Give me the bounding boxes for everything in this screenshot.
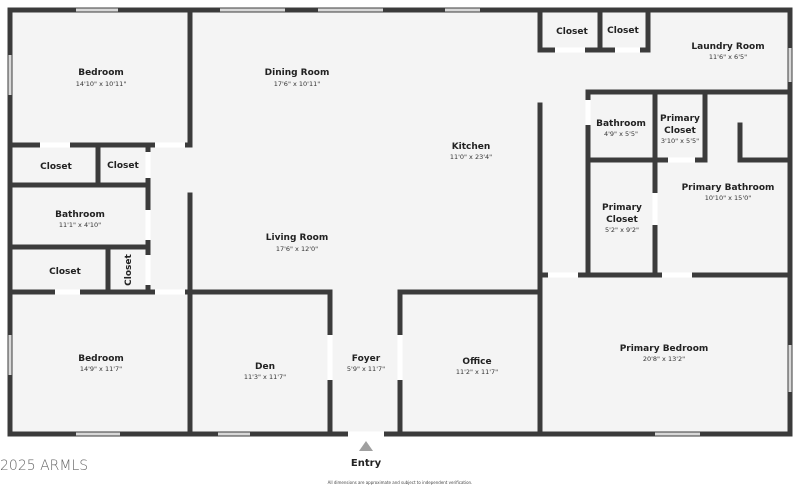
room-bedroom-2-dim: 14'9" x 11'7" [80,365,122,373]
room-bedroom-1: Bedroom [78,68,124,78]
room-primary-closet-small-dim: 3'10" x 5'5" [661,137,699,145]
room-den-dim: 11'3" x 11'7" [244,373,286,381]
room-primary-closet-small: Primary [660,114,700,124]
entry-label: Entry [351,458,382,469]
room-closet-l1: Closet [40,162,72,172]
room-primary-bedroom: Primary Bedroom [620,344,709,354]
room-kitchen-dim: 11'0" x 23'4" [450,153,492,161]
room-bedroom-1-dim: 14'10" x 10'11" [76,80,127,88]
room-den: Den [255,362,275,372]
copyright-watermark: 2025 ARMLS [0,458,88,474]
disclaimer: All dimensions are approximate and subje… [328,480,473,485]
room-dining: Dining Room [265,68,330,78]
room-primary-closet: Primary [602,203,642,213]
room-primary-bedroom-dim: 20'8" x 13'2" [643,355,685,363]
room-foyer-dim: 5'9" x 11'7" [347,365,385,373]
room-bedroom-2: Bedroom [78,354,124,364]
room-closet-tr2: Closet [607,26,639,36]
windows [8,8,792,436]
room-laundry: Laundry Room [691,42,764,52]
room-foyer: Foyer [352,354,381,364]
entry-arrow-icon [359,441,373,451]
room-office: Office [462,357,491,367]
room-closet-l3: Closet [49,267,81,277]
room-kitchen: Kitchen [452,142,491,152]
room-closet-l4: Closet [124,253,134,285]
room-living: Living Room [266,233,328,243]
room-bathroom-left: Bathroom [55,210,105,220]
room-primary-closet-small-2: Closet [664,126,696,136]
room-bathroom-small: Bathroom [596,119,646,129]
room-primary-closet-2: Closet [606,215,638,225]
room-laundry-dim: 11'6" x 6'5" [709,53,747,61]
room-closet-tr1: Closet [556,27,588,37]
room-office-dim: 11'2" x 11'7" [456,368,498,376]
door-openings [40,47,695,437]
room-bathroom-left-dim: 11'1" x 4'10" [59,221,101,229]
room-primary-bathroom-dim: 10'10" x 15'0" [705,194,751,202]
room-living-dim: 17'6" x 12'0" [276,245,318,253]
room-primary-closet-dim: 5'2" x 9'2" [605,226,639,234]
room-bathroom-small-dim: 4'9" x 5'5" [604,130,638,138]
room-primary-bathroom: Primary Bathroom [682,183,775,193]
room-dining-dim: 17'6" x 10'11" [274,80,320,88]
room-labels: Bedroom 14'10" x 10'11" Dining Room 17'6… [40,26,774,381]
room-closet-l2: Closet [107,161,139,171]
